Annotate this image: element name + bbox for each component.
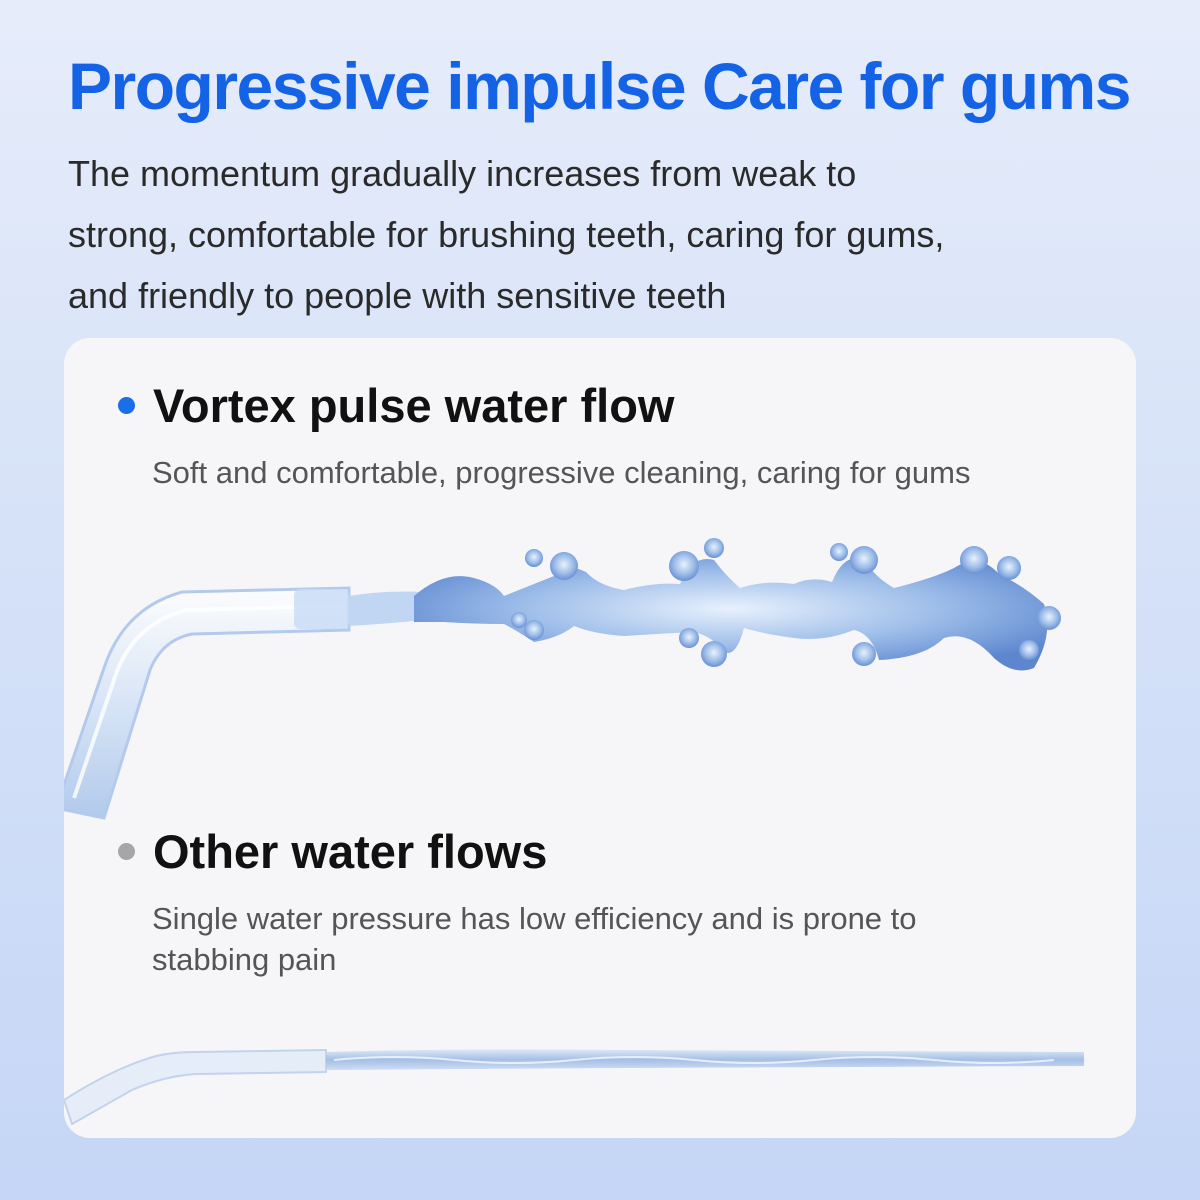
vortex-pulse-stream [349, 538, 1061, 671]
water-flow-illustrations [64, 538, 1084, 1126]
intro-text: The momentum gradually increases from we… [68, 153, 945, 316]
vortex-nozzle [64, 586, 351, 820]
other-bullet [118, 843, 135, 860]
vortex-description: Soft and comfortable, progressive cleani… [152, 455, 971, 490]
standard-nozzle [64, 1048, 327, 1126]
other-heading-row: Other water flows [64, 824, 547, 879]
page-title: Progressive impulse Care for gums [68, 49, 1131, 123]
other-heading: Other water flows [153, 825, 548, 878]
vortex-bullet [118, 397, 135, 414]
vortex-heading-row: Vortex pulse water flow [64, 378, 674, 433]
vortex-heading: Vortex pulse water flow [153, 379, 675, 432]
standard-stream [326, 1049, 1084, 1070]
comparison-card: Vortex pulse water flow Soft and comfort… [64, 338, 1136, 1138]
other-description: Single water pressure has low efficiency… [152, 901, 917, 977]
